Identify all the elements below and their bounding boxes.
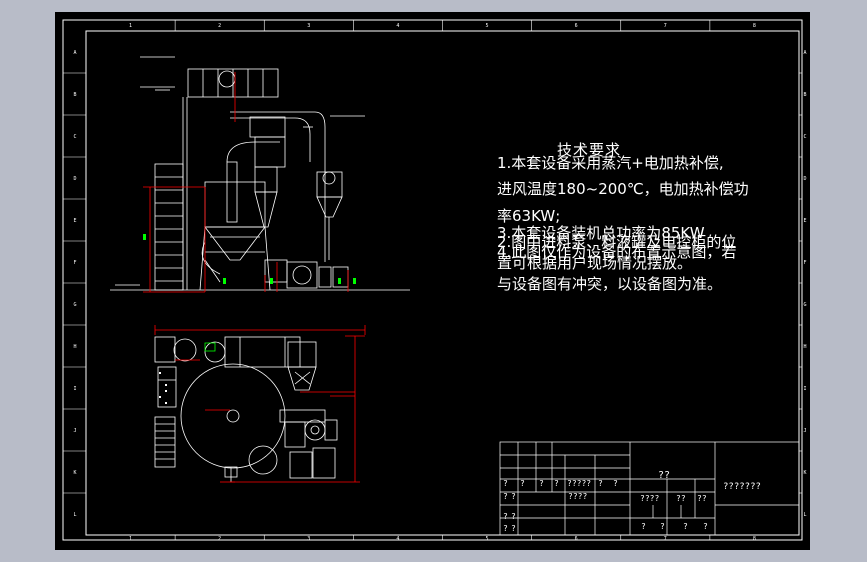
left-zone-letter: K (73, 470, 76, 476)
tb-r3c2: ? (511, 512, 516, 521)
title-block-drawing-no: ??????? (723, 482, 761, 492)
note-line: 置可根据用户现场情况摆放。 (497, 254, 693, 272)
top-zone-number: 8 (753, 23, 756, 29)
top-zone-number: 4 (396, 23, 399, 29)
right-zone-letter: D (803, 176, 806, 182)
tb-r1c2: ? (520, 479, 525, 488)
right-zone-letter: K (803, 470, 806, 476)
plan-view (154, 336, 338, 482)
plan-dimensions (154, 325, 366, 483)
tb-r2c1: ? (503, 492, 508, 501)
border-ticks (63, 20, 802, 540)
note-line: 4.此图仅作为设备的布置示意图，若 (497, 243, 737, 261)
right-zone-letter: J (803, 428, 806, 434)
tb-r2c6: ?? (697, 494, 707, 503)
right-zone-letter: B (803, 92, 806, 98)
tb-r4c5: ? (683, 522, 688, 531)
right-zone-letter: G (803, 302, 806, 308)
top-zone-number: 1 (129, 23, 132, 29)
bottom-zone-number: 6 (575, 536, 578, 542)
right-zone-letter: E (803, 218, 806, 224)
left-zone-letter: H (73, 344, 76, 350)
bottom-zone-number: 1 (129, 536, 132, 542)
tb-r1c5: ????? (567, 479, 592, 488)
note-line: 3.本套设备装机总功率为85KW (497, 224, 705, 242)
title-block-name: ?? (658, 470, 671, 481)
tb-r1c3: ? (539, 479, 544, 488)
tb-r1c1: ? (503, 479, 508, 488)
elevation-dimensions (143, 72, 349, 293)
notes-title: 技术要求 (557, 141, 622, 159)
left-zone-letter: E (73, 218, 76, 224)
left-zone-letter: B (73, 92, 76, 98)
tb-r4c4: ? (660, 522, 665, 531)
outer-frame (62, 19, 803, 541)
tb-r2c5: ?? (676, 494, 686, 503)
note-line: 2.图中进料泵、料液罐及电控柜的位 (497, 233, 737, 251)
tb-r1c7: ? (613, 479, 618, 488)
tb-r4c3: ? (641, 522, 646, 531)
title-block (499, 441, 800, 536)
plan-labels (159, 372, 167, 404)
right-zone-letter: A (803, 50, 806, 56)
tb-r3c1: ? (503, 512, 508, 521)
right-zone-letter: I (803, 386, 806, 392)
bottom-zone-number: 7 (664, 536, 667, 542)
tb-r4c2: ? (511, 524, 516, 533)
bottom-zone-number: 4 (396, 536, 399, 542)
right-zone-letter: H (803, 344, 806, 350)
left-zone-letter: A (73, 50, 76, 56)
tb-r1c4: ? (554, 479, 559, 488)
note-line: 与设备图有冲突，以设备图为准。 (497, 275, 723, 293)
top-zone-number: 6 (575, 23, 578, 29)
bottom-zone-number: 3 (307, 536, 310, 542)
left-zone-letter: G (73, 302, 76, 308)
left-zone-letter: L (73, 512, 76, 518)
top-zone-number: 2 (218, 23, 221, 29)
tb-r4c1: ? (503, 524, 508, 533)
tb-r2c2: ? (511, 492, 516, 501)
left-zone-letter: D (73, 176, 76, 182)
note-line: 进风温度180~200℃，电加热补偿功 (497, 180, 749, 198)
note-line: 率63KW; (497, 207, 561, 225)
note-line: 1.本套设备采用蒸汽+电加热补偿, (497, 154, 724, 172)
bottom-zone-number: 2 (218, 536, 221, 542)
left-zone-letter: C (73, 134, 76, 140)
tb-r2c3: ???? (568, 492, 588, 501)
left-zone-letter: I (73, 386, 76, 392)
bottom-zone-number: 8 (753, 536, 756, 542)
bottom-zone-number: 5 (486, 536, 489, 542)
top-zone-number: 7 (664, 23, 667, 29)
tb-r1c6: ? (598, 479, 603, 488)
right-zone-letter: L (803, 512, 806, 518)
top-zone-number: 3 (307, 23, 310, 29)
elevation-markers (143, 234, 356, 284)
tb-r2c4: ???? (640, 494, 660, 503)
left-zone-letter: J (73, 428, 76, 434)
top-zone-number: 5 (486, 23, 489, 29)
left-zone-letter: F (73, 260, 76, 266)
right-zone-letter: C (803, 134, 806, 140)
elevation-view (110, 56, 410, 291)
tb-r4c6: ? (703, 522, 708, 531)
right-zone-letter: F (803, 260, 806, 266)
